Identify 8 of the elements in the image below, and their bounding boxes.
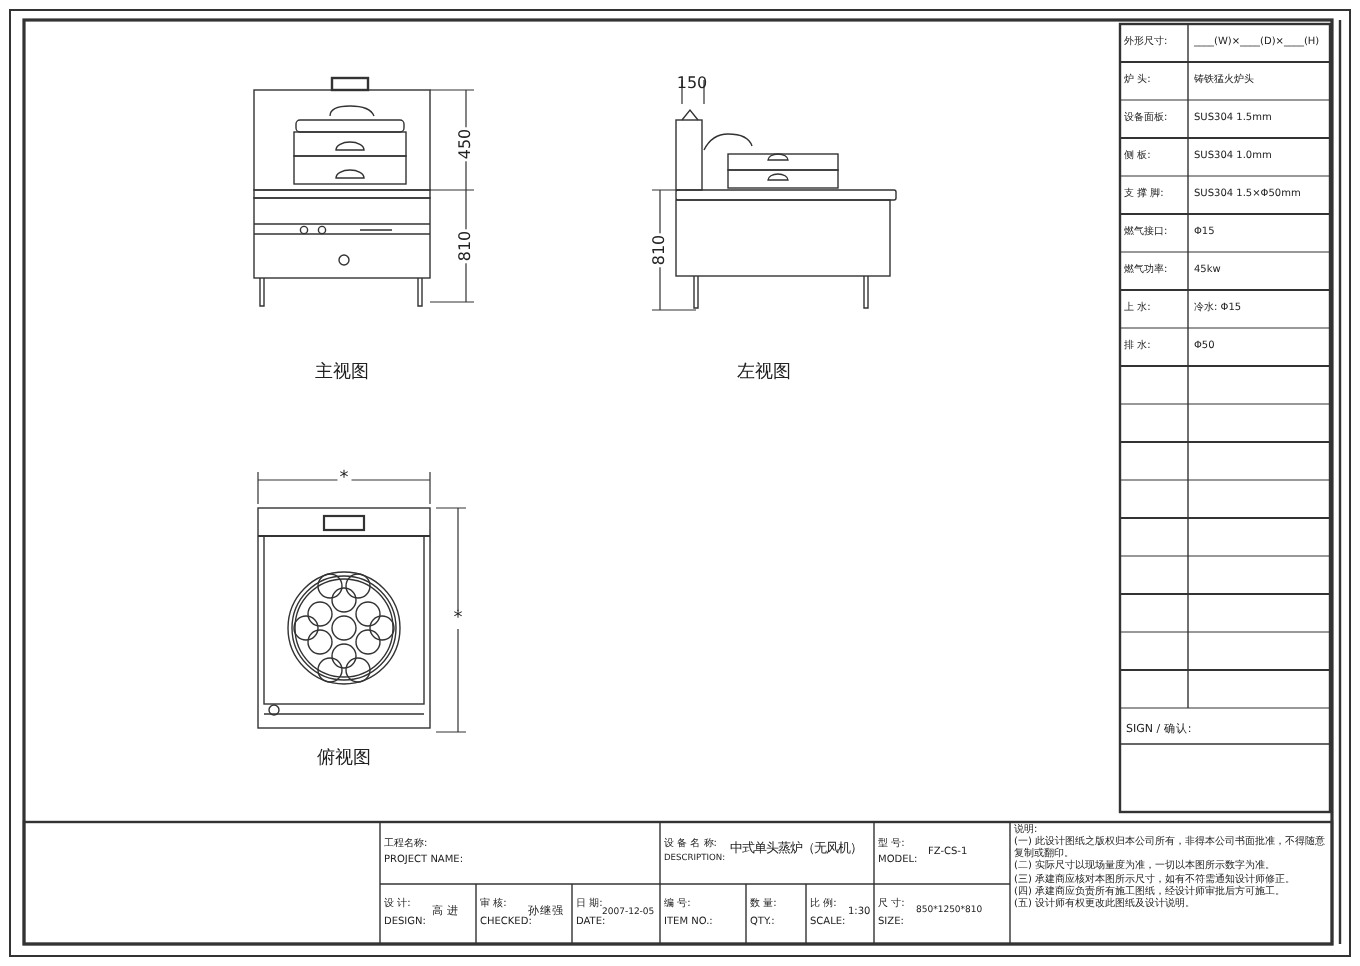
view-title: 主视图 (315, 365, 369, 383)
dimension-value: 810 (652, 232, 668, 268)
dimension-value: 150 (676, 76, 708, 92)
view-title: 俯视图 (317, 751, 371, 769)
dimension-value: 450 (458, 126, 474, 162)
view-title: 左视图 (737, 365, 791, 383)
dimension-value: 810 (458, 228, 474, 264)
dimension-value: * (451, 611, 465, 629)
